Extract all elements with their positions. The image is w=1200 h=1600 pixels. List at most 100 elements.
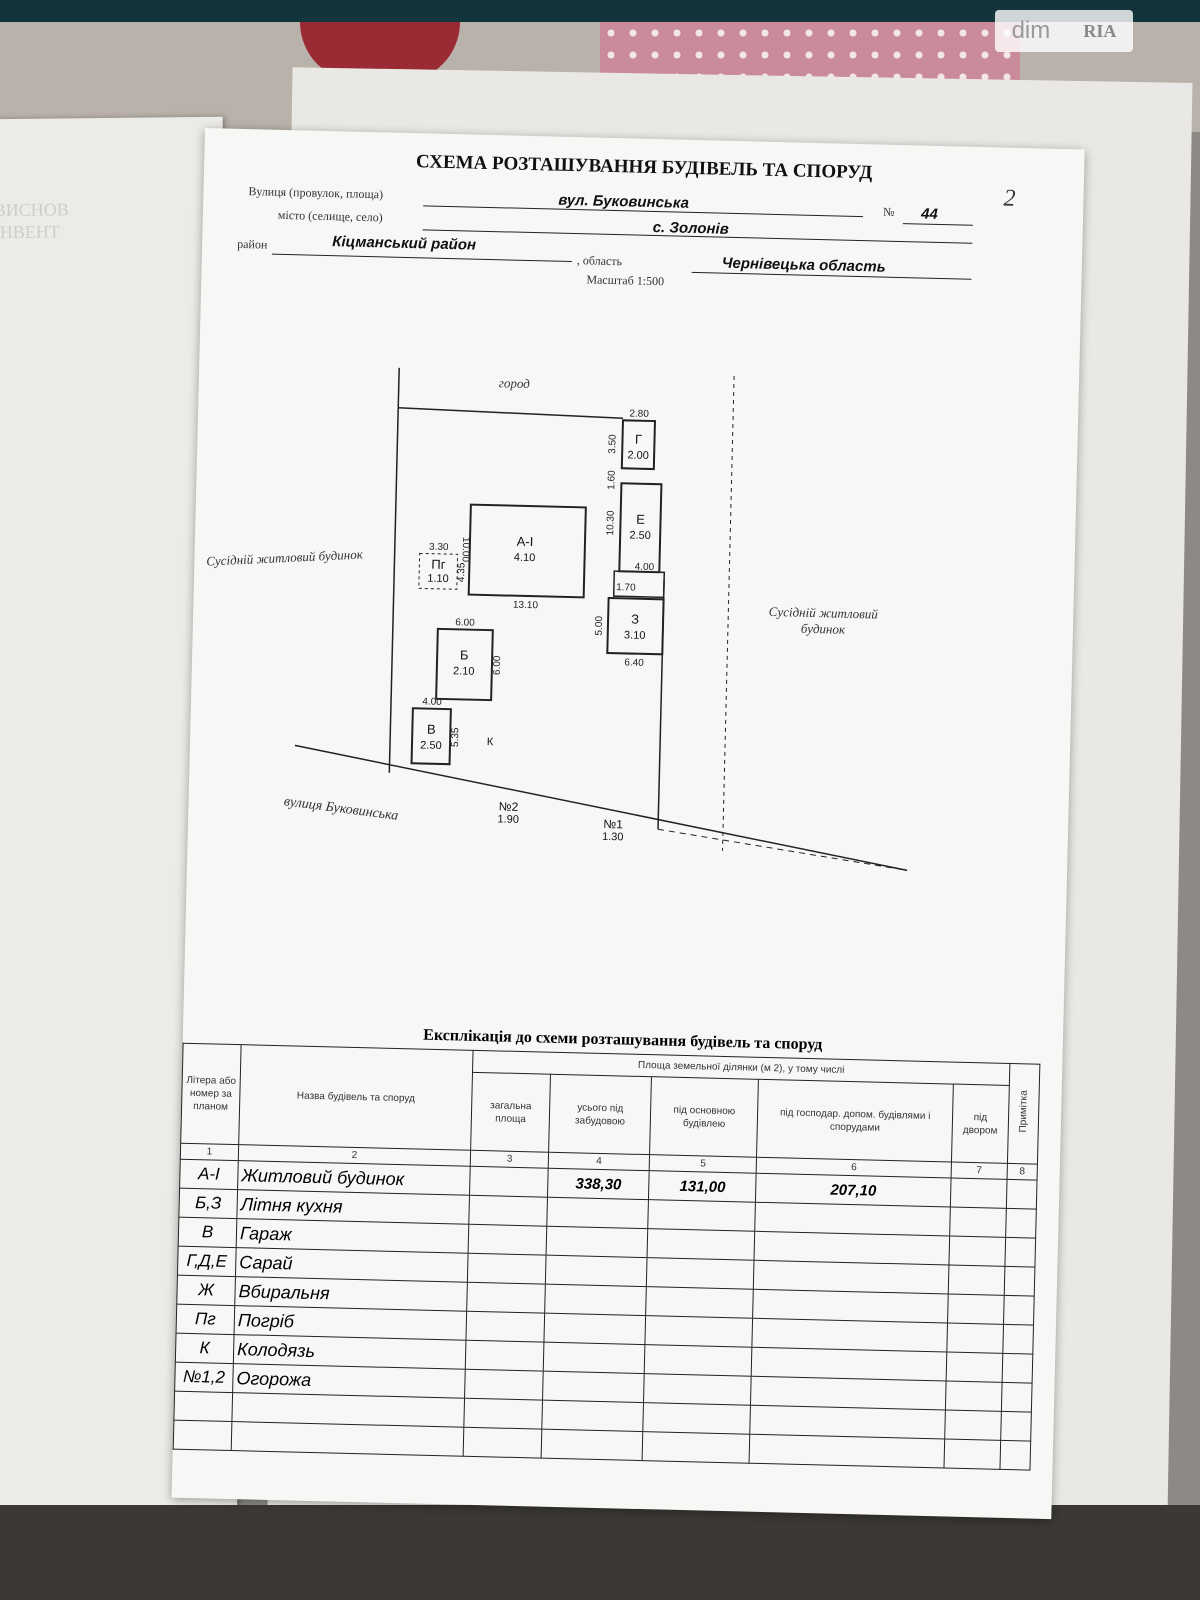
right-neighbor-label: Сусідній житловий будинок [768,603,879,637]
explication-table: Літера або номер за планом Назва будівел… [173,1043,1041,1471]
dim-B-width: 6.00 [455,617,475,628]
svg-text:1.30: 1.30 [602,831,624,844]
row-note [1006,1179,1038,1210]
svg-text:№1: №1 [603,817,623,831]
building-Z [606,596,665,656]
row-total-area [469,1166,549,1198]
svg-text:Г: Г [635,432,642,447]
dim-V-width: 4.00 [422,696,442,707]
label-Zh-height: 1.70 [616,582,636,593]
row-built-area [546,1226,648,1258]
document-title: СХЕМА РОЗТАШУВАННЯ БУДІВЕЛЬ ТА СПОРУД [415,151,873,184]
dim-A-width: 10.00 [459,537,471,563]
column-number: 7 [950,1162,1008,1180]
row-total-area [468,1224,548,1256]
row-total-area [465,1340,545,1372]
svg-text:2.10: 2.10 [453,665,475,678]
row-auxiliary [750,1405,946,1439]
district-value: Кіцманський район [332,233,477,254]
header-col4: усього під забудовою [548,1074,652,1155]
logo-dim: dim [1011,17,1051,44]
dim-Z-width: 6.40 [624,657,644,668]
row-code: В [178,1217,237,1248]
row-main-building [646,1257,755,1290]
row-built-area [545,1255,648,1287]
building-G [620,419,656,471]
row-total-area [467,1253,547,1285]
row-auxiliary [749,1434,945,1468]
dim-E-gap: 1.60 [606,470,617,490]
header-col5: під основною будівлею [649,1076,759,1158]
row-main-building [644,1315,754,1348]
header-col6: під господар. допом. будівлями і споруда… [757,1079,954,1163]
row-built-area [542,1371,645,1403]
building-A [467,503,587,599]
row-main-building: 131,00 [648,1170,757,1203]
svg-text:1.90: 1.90 [497,813,519,826]
row-auxiliary [753,1260,949,1295]
row-main-building [642,1431,751,1464]
district-label: район [237,236,268,252]
row-yard [948,1265,1005,1296]
svg-text:2.00: 2.00 [627,449,649,462]
neighbor-boundary [721,375,735,851]
row-built-area [541,1429,643,1461]
number-label: № [882,204,895,219]
top-bar [0,0,1200,22]
column-number: 3 [470,1150,549,1169]
row-note [1004,1237,1036,1268]
row-total-area [465,1311,545,1343]
svg-text:Б: Б [460,647,469,662]
row-built-area [542,1400,644,1432]
header-col2: Назва будівель та споруд [238,1044,474,1151]
row-main-building [647,1199,756,1232]
svg-text:З: З [631,612,639,627]
row-auxiliary [750,1376,946,1410]
row-built-area: 338,30 [547,1168,650,1200]
svg-text:К: К [487,736,494,748]
ghost-text: ІНВЕНТ [0,221,60,243]
row-main-building [645,1286,754,1319]
row-note [1002,1324,1034,1355]
row-code: К [175,1333,235,1364]
row-built-area [544,1313,646,1345]
dim-E-width: 4.00 [635,562,655,573]
row-code: №1,2 [174,1362,234,1393]
row-note [1004,1266,1035,1297]
ghost-text: ВИСНОВ [0,199,69,221]
column-number: 8 [1007,1163,1038,1181]
number-value: 44 [920,205,939,223]
svg-text:1.10: 1.10 [427,573,449,586]
row-code [173,1391,233,1422]
diagram-top-label: город [498,375,531,392]
row-code [173,1420,232,1451]
header-col3: загальна площа [470,1072,551,1153]
row-note [1000,1411,1032,1442]
street-label: Вулиця (провулок, площа) [248,184,384,202]
street-line [294,744,908,872]
rear-boundary [398,407,624,420]
row-yard [947,1294,1005,1325]
row-total-area [463,1427,543,1459]
row-auxiliary [751,1347,947,1381]
dim-E-length: 10.30 [605,510,617,536]
svg-text:3.10: 3.10 [624,629,646,642]
row-main-building [647,1228,756,1261]
dim-Pg-length: 4.35 [456,562,467,582]
row-name [231,1421,464,1457]
bottom-surface [0,1505,1200,1600]
row-auxiliary [755,1202,951,1237]
row-code: А-І [179,1159,239,1190]
document-sheet: СХЕМА РОЗТАШУВАННЯ БУДІВЕЛЬ ТА СПОРУД 2 … [171,128,1085,1520]
svg-text:2.50: 2.50 [420,739,442,752]
dim-G-width: 2.80 [629,408,649,419]
header-col7: під двором [951,1084,1010,1164]
svg-text:№2: №2 [499,799,519,813]
row-yard [946,1322,1004,1354]
row-auxiliary [753,1289,949,1323]
row-note [1003,1295,1035,1326]
row-note [999,1440,1031,1471]
row-yard [949,1207,1007,1238]
row-total-area [468,1195,548,1227]
